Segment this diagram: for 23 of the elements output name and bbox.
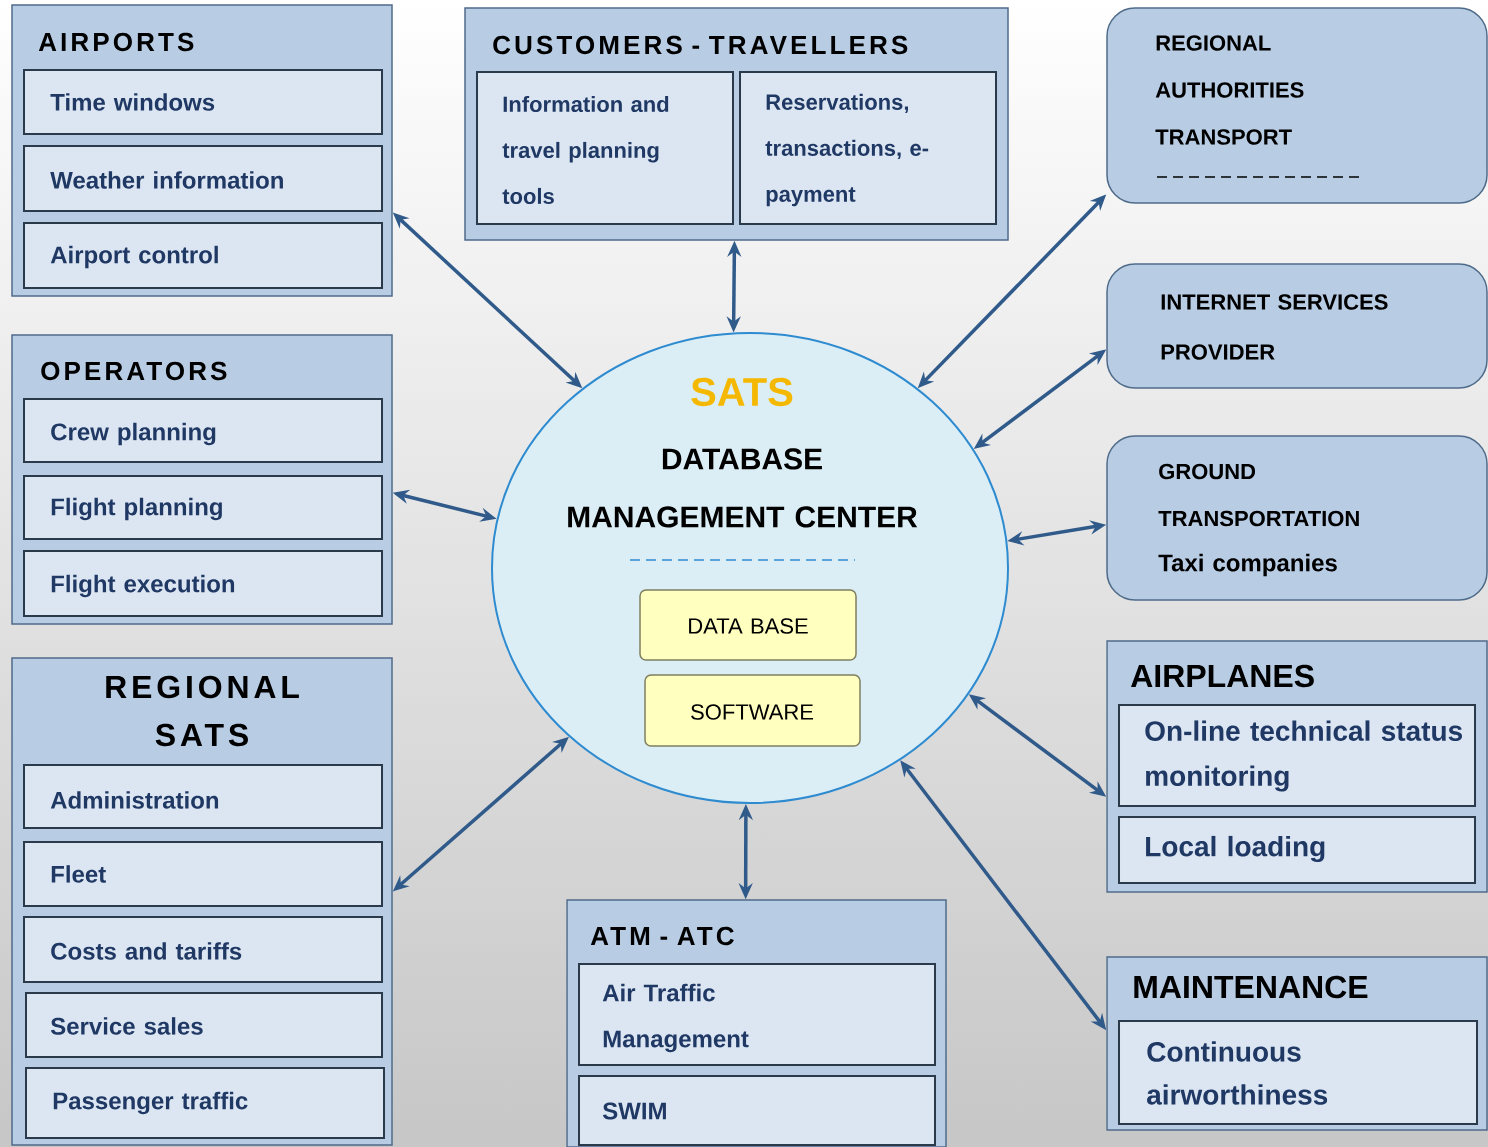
list-box: Reservations, transactions, e-payment	[739, 71, 997, 225]
list-box: Administration	[23, 764, 383, 829]
module-box: SOFTWARE	[644, 674, 861, 747]
list-box: On-line technical status monitoring	[1118, 704, 1476, 807]
list-box: Airport control	[23, 222, 383, 289]
list-box: Fleet	[23, 841, 383, 907]
list-box: Information and travel planning tools	[476, 71, 734, 225]
list-box: Service sales	[25, 992, 383, 1058]
list-box: Flight execution	[23, 550, 383, 617]
list-box: Continuous airworthiness	[1118, 1020, 1478, 1125]
rounded-box: REGIONAL AUTHORITIES TRANSPORT	[1106, 7, 1488, 204]
rounded-box: GROUND TRANSPORTATION Taxi companies	[1106, 435, 1488, 601]
module-box: DATA BASE	[639, 589, 857, 661]
list-box: Air Traffic Management	[578, 963, 936, 1066]
list-box: Costs and tariffs	[23, 916, 383, 983]
list-box: Weather information	[23, 145, 383, 212]
list-box: SWIM	[578, 1075, 936, 1146]
list-box: Crew planning	[23, 398, 383, 463]
rounded-box: INTERNET SERVICES PROVIDER	[1106, 263, 1488, 389]
list-box: Passenger traffic	[25, 1067, 385, 1139]
list-box: Time windows	[23, 69, 383, 135]
list-box: Flight planning	[23, 475, 383, 540]
list-box: Local loading	[1118, 816, 1476, 884]
